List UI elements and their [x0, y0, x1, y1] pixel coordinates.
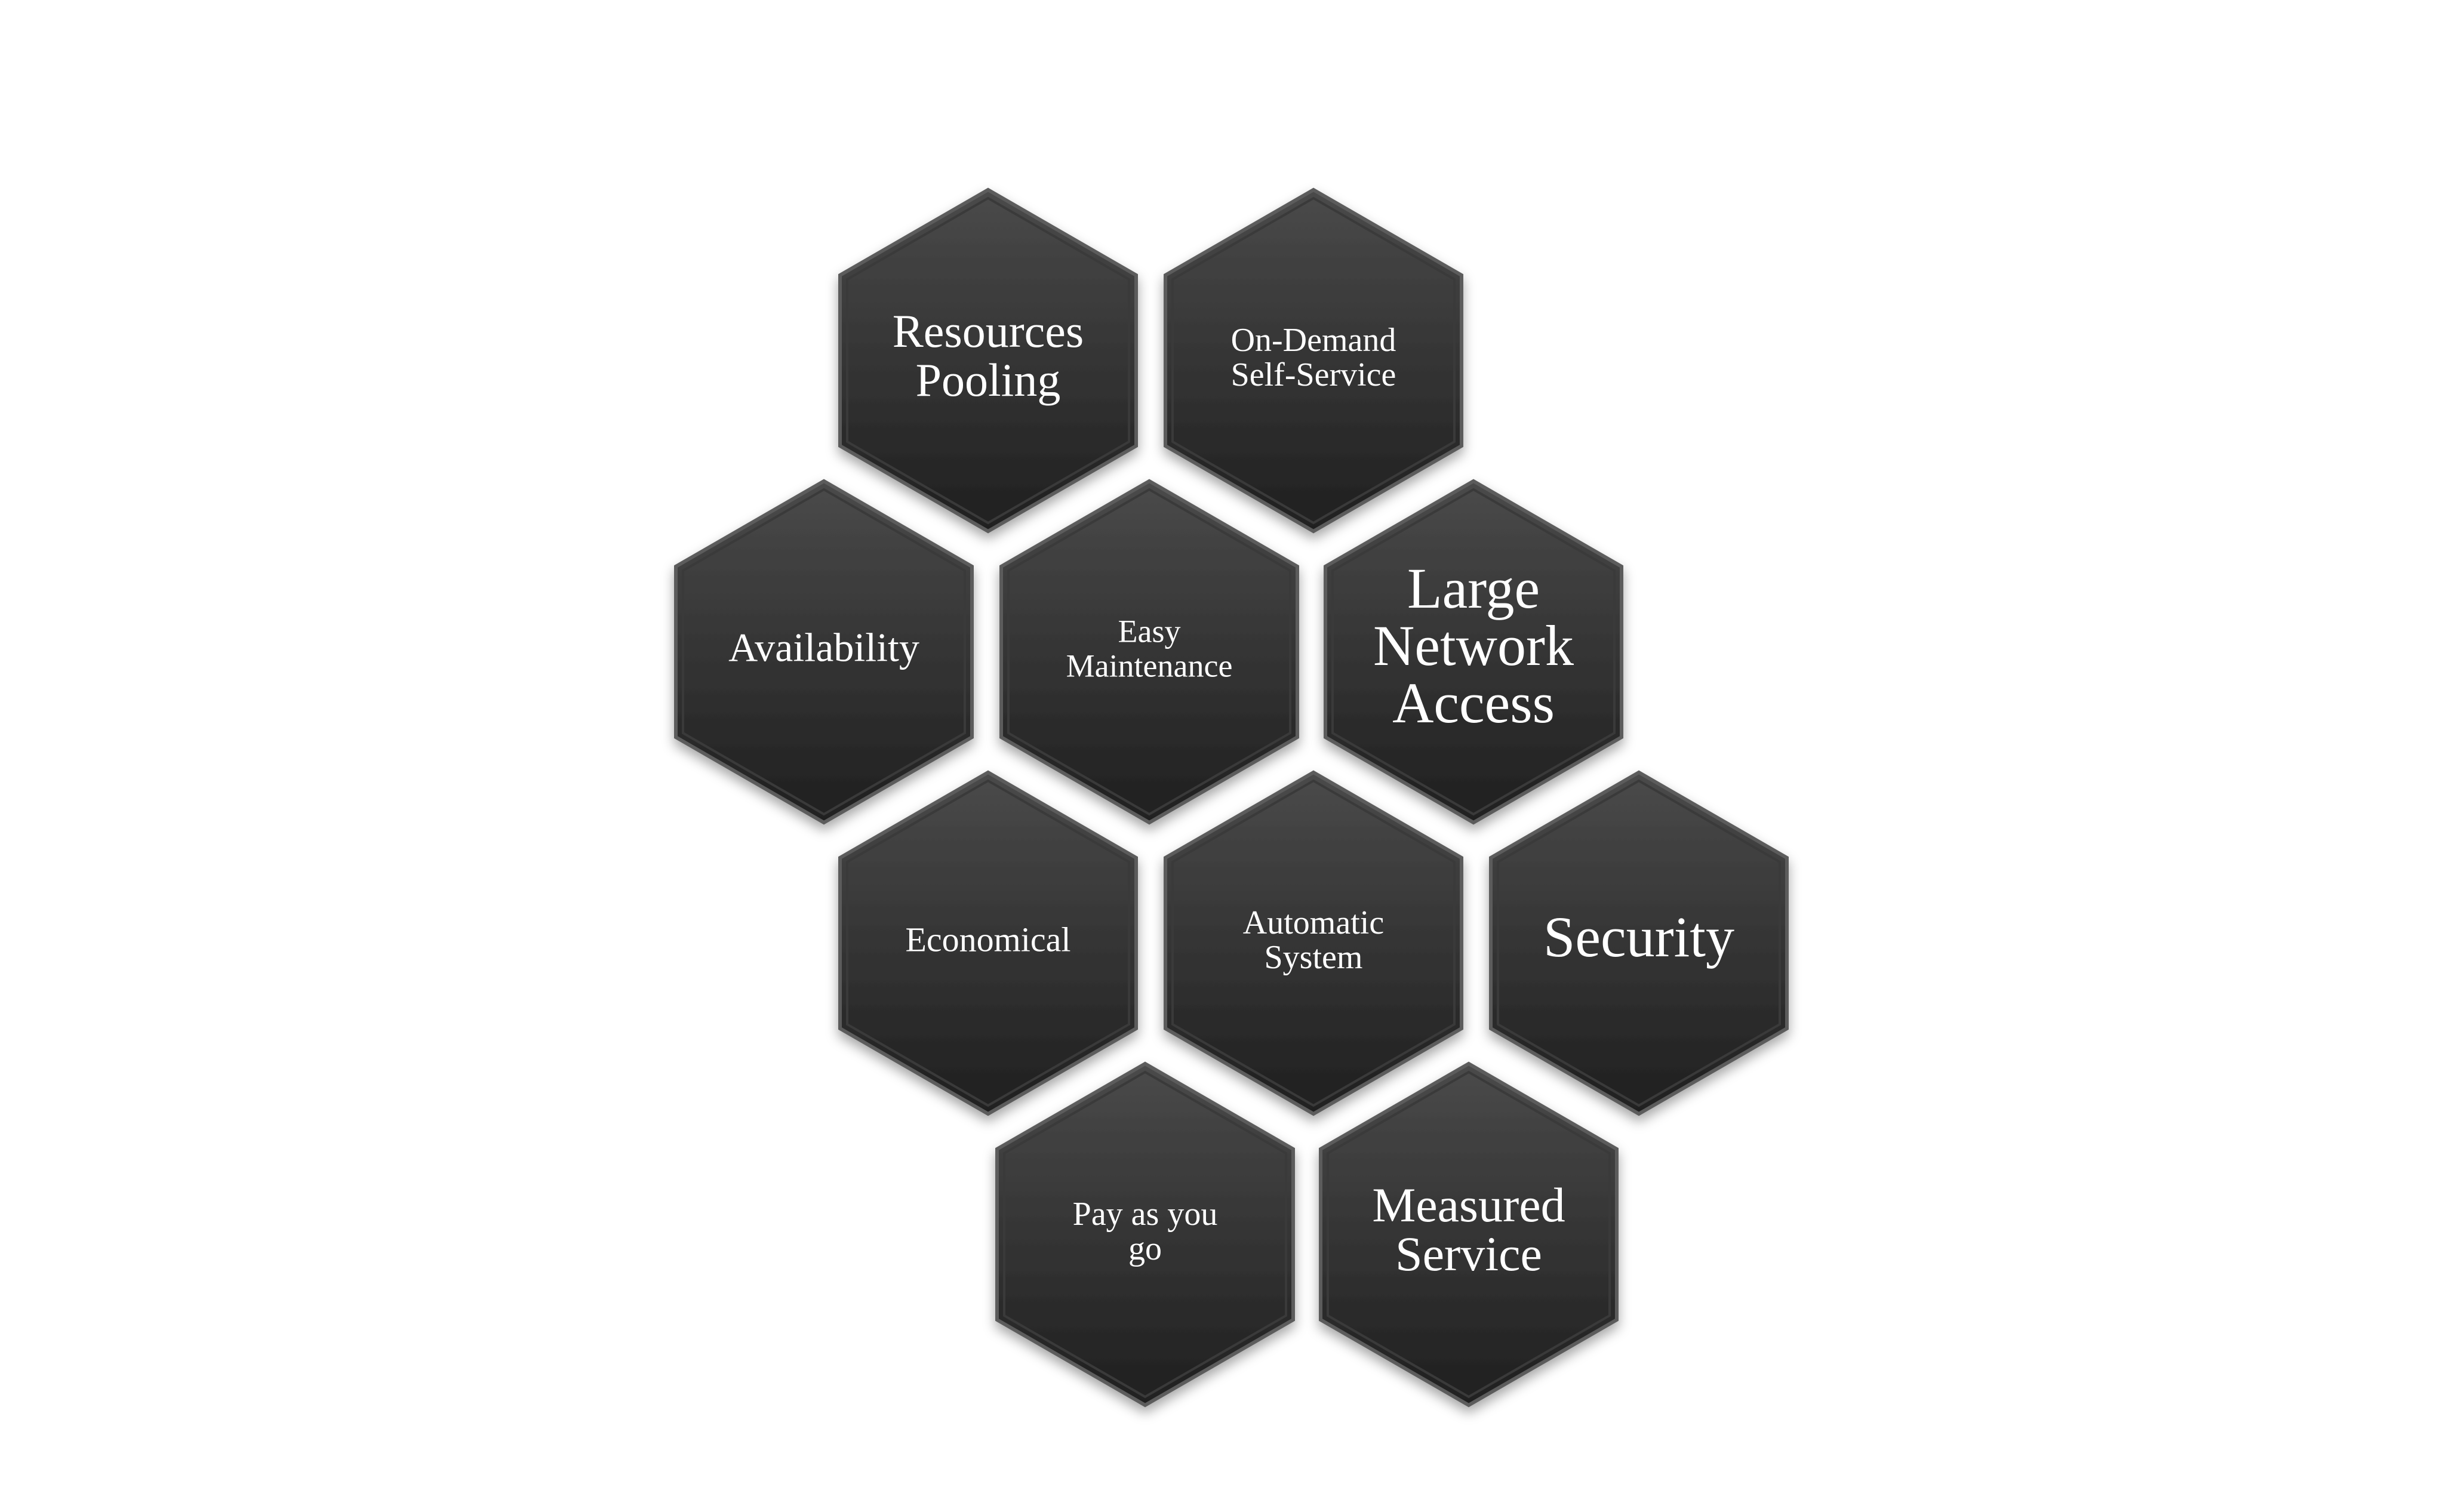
hexagon-shape [999, 479, 1299, 825]
hexagon-shape [1324, 479, 1623, 825]
hex-label-line: Measured [1372, 1178, 1565, 1232]
hex-label-line: Security [1543, 905, 1734, 969]
hexagon-bevel [1171, 196, 1456, 525]
hexagon-shape [995, 1061, 1295, 1408]
hex-label-line: Resources [893, 305, 1084, 357]
hexagon-bevel [1327, 1070, 1611, 1399]
hexagon-bevel [846, 196, 1130, 525]
hex-label-line: Network [1373, 614, 1574, 678]
hex-label-line: go [1128, 1230, 1162, 1267]
hexagon-shape [838, 770, 1138, 1116]
hexagon-bevel [846, 779, 1130, 1107]
hexagon-shape [1319, 1061, 1619, 1408]
hex-label-line: Automatic [1243, 904, 1384, 941]
hexagon-bevel [682, 488, 966, 816]
hexagon-bevel [1171, 779, 1456, 1107]
hex-cell-security: Security [1489, 770, 1789, 1116]
hexagon-shape [1489, 770, 1789, 1116]
hexagon-shape [1164, 770, 1463, 1116]
hex-label-line: Economical [905, 920, 1070, 959]
hex-label-line: Pooling [916, 354, 1061, 406]
hex-label-line: Service [1395, 1227, 1542, 1281]
hex-label-line: Maintenance [1066, 648, 1233, 683]
hex-label-line: Pay as you [1073, 1196, 1218, 1233]
hex-label-line: Access [1392, 671, 1555, 735]
hexagon-bevel [1007, 488, 1291, 816]
hexagon-bevel [1003, 1070, 1287, 1399]
hex-label-line: Availability [728, 625, 919, 670]
hex-label-line: Easy [1118, 613, 1181, 649]
hexagon-shape [1164, 187, 1463, 534]
hex-label-line: System [1265, 939, 1363, 976]
hexagon-shape [674, 479, 974, 825]
hex-label-line: Self-Service [1231, 356, 1396, 393]
hex-label-line: On-Demand [1231, 322, 1396, 359]
hexagon-bevel [1331, 488, 1616, 816]
hexagon-bevel [1497, 779, 1781, 1107]
hex-label-line: Large [1407, 556, 1540, 620]
hexagon-shape [838, 187, 1138, 534]
hex-cell-availability: Availability [674, 479, 974, 825]
hex-cell-economical: Economical [838, 770, 1138, 1116]
